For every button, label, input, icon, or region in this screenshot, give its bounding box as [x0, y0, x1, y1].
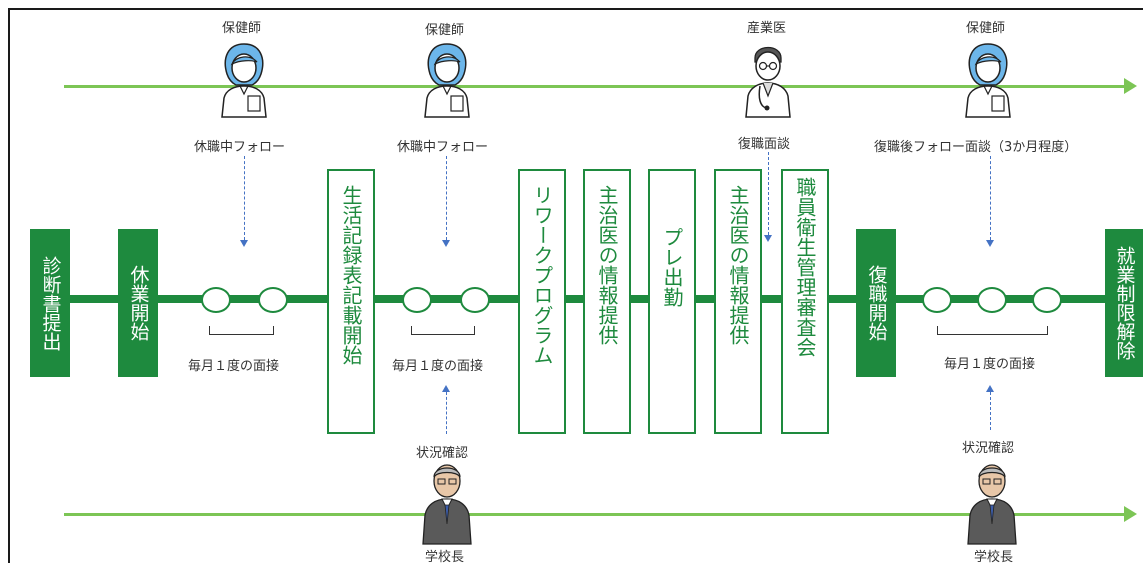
nurse-icon — [965, 43, 1011, 118]
interview-bracket — [411, 326, 475, 335]
status-check-label-2: 状況確認 — [962, 441, 1015, 456]
dashed-arrow-line — [990, 156, 991, 240]
leave-start-box: 休業開始 — [118, 229, 158, 377]
doctor-info-text-2: 主治医の情報提供 — [726, 185, 750, 345]
dashed-arrowhead — [764, 235, 772, 242]
dashed-arrow-line — [446, 392, 447, 434]
leave-follow-label-2: 休職中フォロー — [397, 140, 489, 155]
return-start-box: 復職開始 — [856, 229, 896, 377]
nurse-icon — [424, 43, 470, 118]
interview-circle — [201, 287, 231, 313]
monthly-interview-label-2: 毎月１度の面接 — [392, 359, 484, 374]
rework-program-box: リワークプログラム — [518, 169, 566, 434]
interview-circle — [258, 287, 288, 313]
dashed-arrowhead — [986, 385, 994, 392]
interview-circle — [402, 287, 432, 313]
doctor-role: 産業医 — [747, 21, 787, 36]
health-committee-box: 職員衛生管理審査会 — [781, 169, 829, 434]
interview-circle — [977, 287, 1007, 313]
principal-label-1: 学校長 — [425, 550, 465, 563]
pre-work-box: プレ出勤 — [648, 169, 696, 434]
interview-bracket — [209, 326, 274, 335]
nurse-1-role: 保健師 — [222, 21, 262, 36]
dashed-arrow-line — [446, 156, 447, 240]
main-timeline-bar — [50, 295, 1110, 303]
principal-icon — [967, 464, 1017, 545]
restriction-lift-box: 就業制限解除 — [1105, 229, 1143, 377]
diagnosis-submission-box: 診断書提出 — [30, 229, 70, 377]
restriction-lift-text: 就業制限解除 — [1113, 246, 1136, 360]
leave-start-text: 休業開始 — [127, 265, 150, 341]
return-interview-label: 復職面談 — [738, 137, 791, 152]
dashed-arrow-line — [768, 152, 769, 235]
rework-program-text: リワークプログラム — [530, 185, 554, 365]
nurse-icon — [221, 43, 267, 118]
dashed-arrowhead — [986, 240, 994, 247]
leave-follow-label-1: 休職中フォロー — [194, 140, 286, 155]
health-committee-text: 職員衛生管理審査会 — [793, 177, 817, 357]
diagnosis-submission-text: 診断書提出 — [39, 255, 62, 351]
bottom-flow-arrowhead — [1124, 506, 1137, 522]
principal-icon — [422, 464, 472, 545]
doctor-info-box-1: 主治医の情報提供 — [583, 169, 631, 434]
pre-work-text: プレ出勤 — [660, 227, 684, 307]
life-record-start-text: 生活記録表記載開始 — [339, 185, 363, 365]
top-flow-arrow-line — [64, 85, 1126, 88]
interview-circle — [922, 287, 952, 313]
monthly-interview-label-3: 毎月１度の面接 — [944, 357, 1036, 372]
dashed-arrowhead — [442, 240, 450, 247]
life-record-start-box: 生活記録表記載開始 — [327, 169, 375, 434]
dashed-arrowhead — [442, 385, 450, 392]
frame-left-border — [8, 8, 10, 563]
bottom-flow-arrow-line — [64, 513, 1126, 516]
post-return-follow-label: 復職後フォロー面談（3か月程度） — [874, 140, 1078, 155]
top-flow-arrowhead — [1124, 78, 1137, 94]
doctor-info-box-2: 主治医の情報提供 — [714, 169, 762, 434]
doctor-info-text-1: 主治医の情報提供 — [595, 185, 619, 345]
interview-circle — [460, 287, 490, 313]
interview-bracket — [937, 326, 1048, 335]
return-start-text: 復職開始 — [865, 265, 888, 341]
frame-top-border — [8, 8, 1143, 10]
dashed-arrowhead — [240, 240, 248, 247]
principal-label-2: 学校長 — [974, 550, 1014, 563]
dashed-arrow-line — [990, 392, 991, 430]
monthly-interview-label-1: 毎月１度の面接 — [188, 359, 280, 374]
doctor-icon — [745, 46, 791, 118]
nurse-3-role: 保健師 — [966, 21, 1006, 36]
status-check-label-1: 状況確認 — [416, 446, 469, 461]
interview-circle — [1032, 287, 1062, 313]
nurse-2-role: 保健師 — [425, 23, 465, 38]
dashed-arrow-line — [244, 156, 245, 240]
